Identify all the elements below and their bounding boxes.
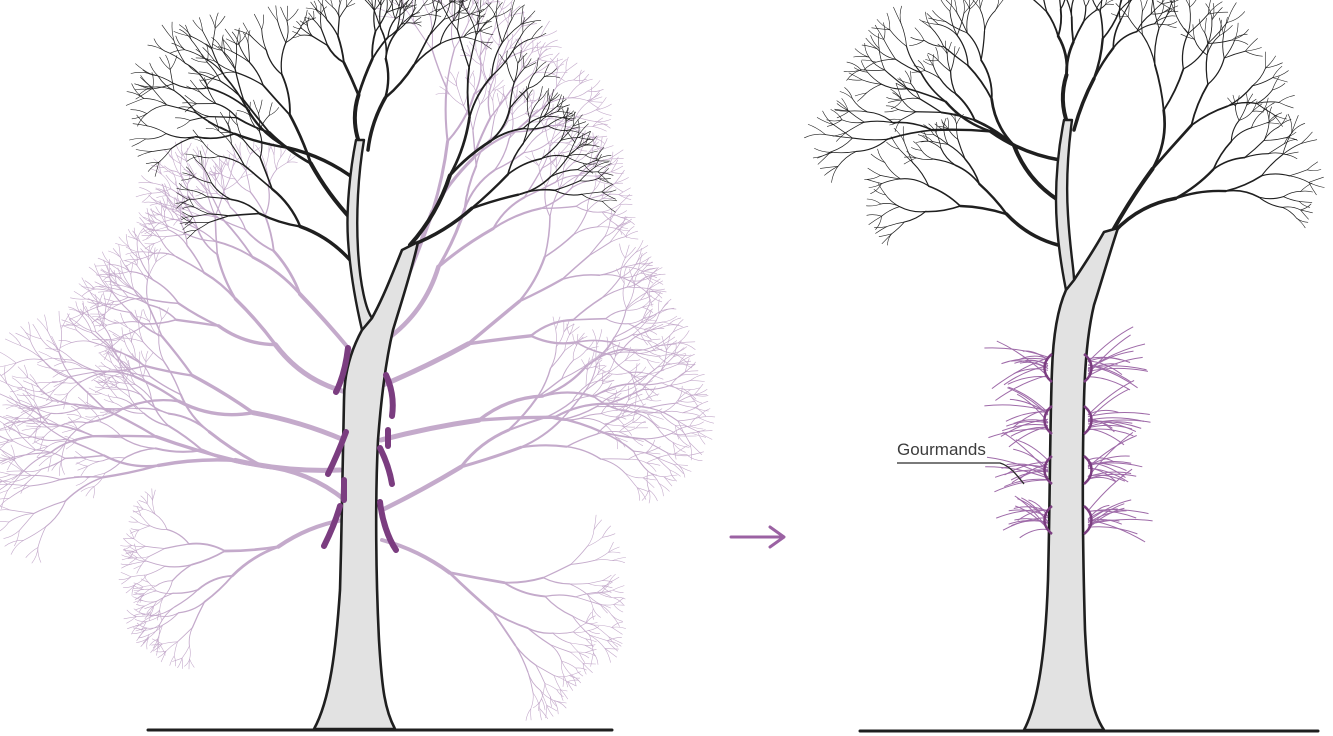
left-stem-fork	[347, 140, 372, 330]
right-stem-fork	[1056, 120, 1074, 290]
tree-before-pruning	[0, 0, 715, 729]
right-arrow-icon	[731, 527, 784, 547]
tree-after-pruning	[804, 0, 1324, 730]
gourmands-label: Gourmands	[897, 440, 986, 460]
gourmands-leader-line	[897, 463, 1024, 484]
left-retained-crown	[126, 0, 617, 260]
